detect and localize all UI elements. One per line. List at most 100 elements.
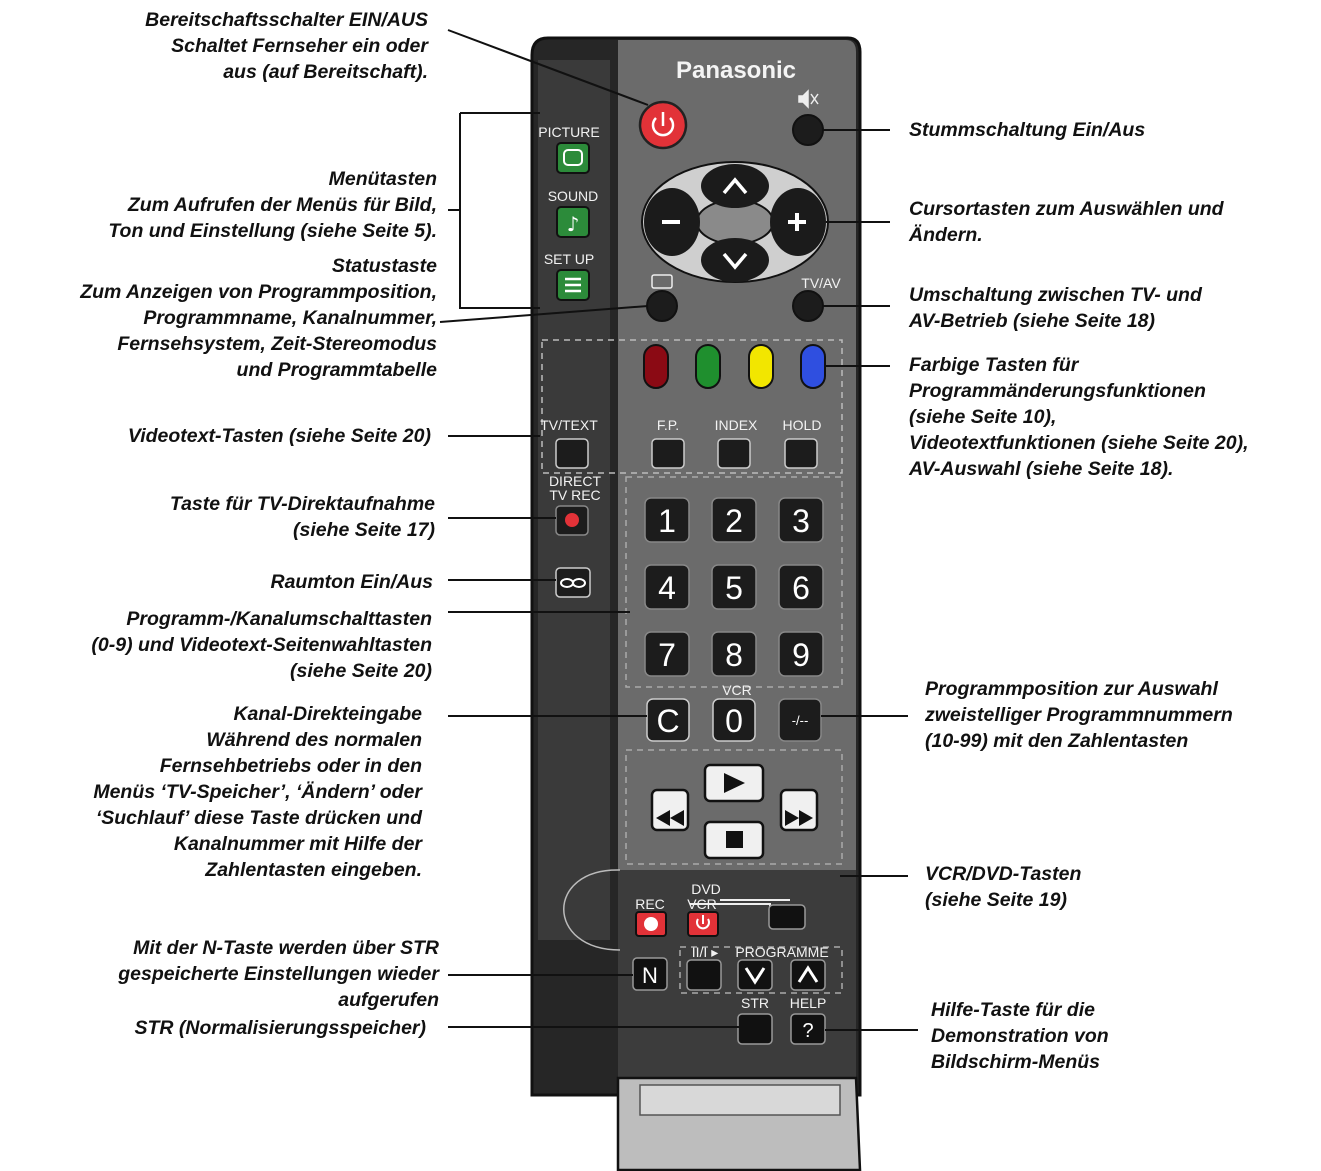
- number-key-label: 2: [725, 503, 743, 539]
- two-digit-annotation: Programmposition zur Auswahl zweistellig…: [925, 678, 1233, 752]
- number-key-label: 3: [792, 503, 810, 539]
- c-key-label: C: [656, 703, 679, 739]
- help-label: HELP: [790, 995, 827, 1011]
- number-group-outline: [625, 476, 843, 688]
- number-key-label: 9: [792, 637, 810, 673]
- vcr-zero-label: VCR: [722, 682, 752, 698]
- programme-up-button[interactable]: [790, 959, 826, 991]
- rec-label: REC: [635, 896, 665, 912]
- picture-icon: [563, 149, 583, 166]
- chevron-up-icon: [797, 965, 819, 983]
- program-keys-annotation: Programm-/Kanalumschalttasten (0-9) und …: [91, 608, 432, 682]
- standby-annotation: Bereitschaftsschalter EIN/AUS Schaltet F…: [145, 9, 428, 83]
- cursor-pad: [641, 161, 829, 283]
- number-key-6[interactable]: [778, 564, 824, 610]
- rewind-icon: [656, 810, 684, 826]
- record-dot-icon: [565, 513, 579, 527]
- play-pause-label: II/I ▸: [692, 944, 718, 960]
- sound-button[interactable]: [556, 206, 590, 238]
- number-key-8[interactable]: [711, 631, 757, 677]
- c-key[interactable]: [646, 698, 690, 742]
- plus-icon: [788, 213, 806, 231]
- teletext-group-outline: [541, 339, 843, 474]
- hold-label: HOLD: [783, 417, 822, 433]
- setup-label: SET UP: [544, 251, 594, 267]
- number-key-2[interactable]: [711, 497, 757, 543]
- mute-annotation: Stummschaltung Ein/Aus: [909, 119, 1146, 141]
- channel-direct-annotation: Kanal-Direkteingabe Während des normalen…: [93, 703, 422, 881]
- forward-icon: [785, 810, 813, 826]
- vcr-dvd-switch[interactable]: [768, 904, 806, 930]
- tvav-button[interactable]: [792, 290, 824, 322]
- number-key-1[interactable]: [644, 497, 690, 543]
- number-key-label: 5: [725, 570, 743, 606]
- chevron-up-icon: [722, 177, 748, 195]
- index-button[interactable]: [717, 438, 751, 469]
- tvrec-label: TV REC: [549, 487, 600, 503]
- programme-down-button[interactable]: [737, 959, 773, 991]
- play-icon: [724, 773, 745, 793]
- surround-annotation: Raumton Ein/Aus: [270, 571, 433, 593]
- power-icon: [651, 112, 675, 137]
- fp-button[interactable]: [651, 438, 685, 469]
- number-key-label: 8: [725, 637, 743, 673]
- programme-group-outline: [679, 946, 843, 994]
- zero-key[interactable]: [712, 698, 756, 742]
- vcr-power-icon: [696, 915, 710, 930]
- fp-label: F.P.: [657, 417, 679, 433]
- music-note-icon: ♪: [567, 212, 580, 236]
- mute-button[interactable]: [792, 114, 824, 146]
- brand-logo: Panasonic: [676, 57, 796, 84]
- vcr-label: VCR: [687, 896, 717, 912]
- status-button[interactable]: [646, 290, 678, 322]
- leader-lines: [439, 29, 918, 1031]
- status-icon: [651, 274, 673, 289]
- sound-label: SOUND: [548, 188, 599, 204]
- number-key-label: 1: [658, 503, 676, 539]
- number-key-3[interactable]: [778, 497, 824, 543]
- cursor-up-button[interactable]: [701, 164, 769, 208]
- rec-circle-icon: [644, 917, 658, 931]
- help-annotation: Hilfe-Taste für die Demonstration von Bi…: [931, 999, 1109, 1073]
- videotext-annotation: Videotext-Tasten (siehe Seite 20): [127, 425, 431, 447]
- two-digit-key-label: -/--: [792, 713, 809, 728]
- red-key[interactable]: [643, 344, 669, 389]
- cursor-down-button[interactable]: [701, 238, 769, 282]
- zero-key-label: 0: [725, 703, 743, 739]
- panel-curve-line: [563, 869, 621, 951]
- colored-keys-annotation: Farbige Tasten für Programmänderungsfunk…: [909, 354, 1249, 480]
- tvav-label: TV/AV: [801, 275, 841, 291]
- list-icon: [565, 277, 581, 293]
- number-key-9[interactable]: [778, 631, 824, 677]
- n-key-annotation: Mit der N-Taste werden über STR gespeich…: [118, 937, 439, 1011]
- yellow-key[interactable]: [748, 344, 774, 389]
- hold-button[interactable]: [784, 438, 818, 469]
- vcr-dvd-annotation: VCR/DVD-Tasten (siehe Seite 19): [925, 863, 1082, 911]
- number-key-4[interactable]: [644, 564, 690, 610]
- mute-icon: [798, 89, 819, 109]
- str-label: STR: [741, 995, 769, 1011]
- battery-flap-detail: [639, 1084, 841, 1116]
- blue-key[interactable]: [800, 344, 826, 389]
- green-key[interactable]: [695, 344, 721, 389]
- chevron-down-icon: [744, 967, 766, 985]
- chevron-down-icon: [722, 252, 748, 270]
- pause-play-button[interactable]: [686, 959, 722, 991]
- tvav-annotation: Umschaltung zwischen TV- und AV-Betrieb …: [909, 284, 1202, 332]
- number-key-label: 4: [658, 570, 676, 606]
- programme-label: PROGRAMME: [735, 944, 828, 960]
- index-label: INDEX: [715, 417, 758, 433]
- cursor-annotation: Cursortasten zum Auswählen und Ändern.: [909, 198, 1224, 246]
- picture-button[interactable]: [556, 142, 590, 174]
- direct-rec-annotation: Taste für TV-Direktaufnahme (siehe Seite…: [169, 493, 435, 541]
- tvtext-button[interactable]: [555, 438, 589, 469]
- n-key-label: N: [642, 963, 658, 988]
- str-button[interactable]: [737, 1013, 773, 1045]
- number-key-5[interactable]: [711, 564, 757, 610]
- two-digit-key[interactable]: [778, 698, 822, 742]
- str-annotation: STR (Normalisierungsspeicher): [134, 1017, 427, 1039]
- picture-label: PICTURE: [538, 124, 599, 140]
- menu-annotation: Menütasten Zum Aufrufen der Menüs für Bi…: [108, 168, 437, 242]
- number-key-7[interactable]: [644, 631, 690, 677]
